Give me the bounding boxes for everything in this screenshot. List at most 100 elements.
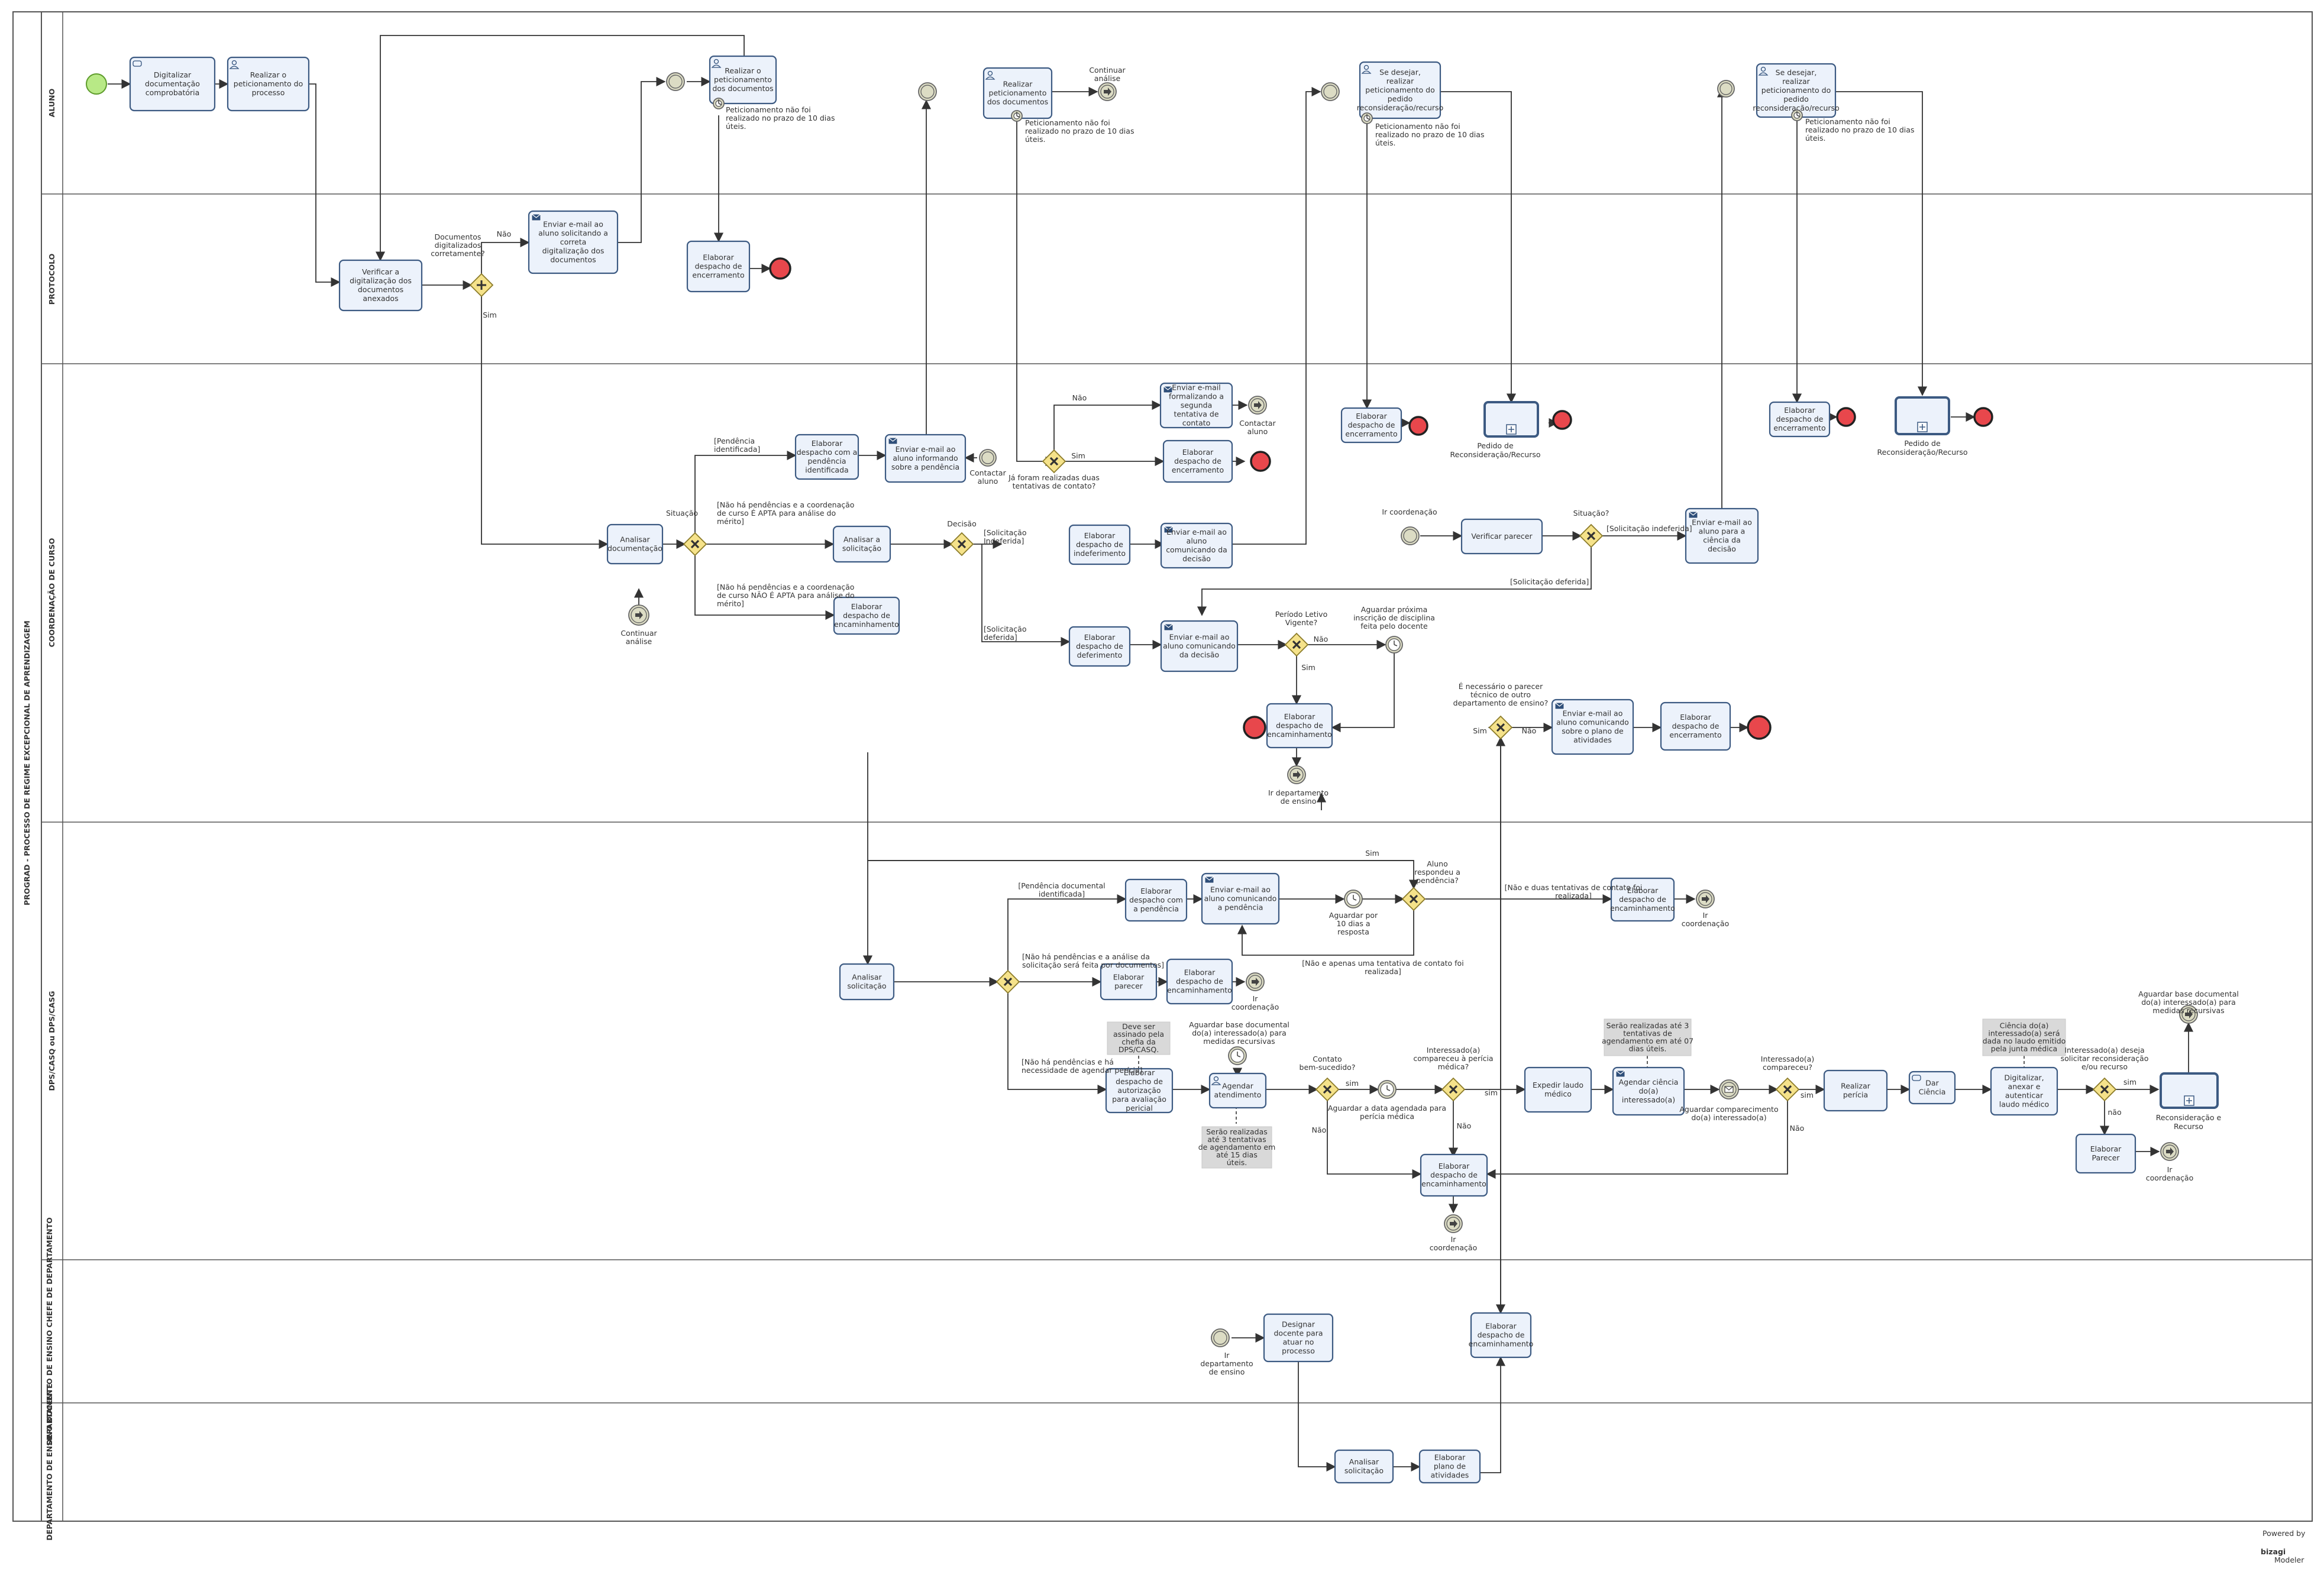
label-g5: Situação? — [1573, 509, 1609, 518]
lane-dividers — [41, 193, 2312, 1403]
envelope-icon — [1163, 386, 1173, 393]
gateway-g11 — [1775, 1077, 1800, 1102]
label-g2: Situação — [666, 509, 698, 518]
gateway-g5 — [1579, 523, 1604, 548]
lane-label-dps: DPS/CASQ ou DPS/CASG — [47, 991, 56, 1091]
end-event — [769, 257, 791, 280]
link-event-ircoord — [1444, 1214, 1463, 1233]
lane-labels: ALUNO PROTOCOLO COORDENAÇÃO DE CURSO DPS… — [45, 89, 56, 1541]
boundary-timer-icon — [713, 98, 725, 109]
label-sim1: Sim — [483, 311, 497, 319]
message-event-comparecimento — [1719, 1079, 1739, 1099]
end-event — [1408, 416, 1428, 436]
task-t21[interactable]: Verificar parecer — [1460, 518, 1543, 555]
link-event-recurso2 — [2179, 1005, 2198, 1024]
hand-icon — [132, 60, 142, 67]
pool-title: PROGRAD - PROCESSO DE REGIME EXCEPCIONAL… — [22, 620, 31, 905]
gateway-g-dps — [995, 969, 1020, 994]
end-event — [1250, 451, 1271, 472]
gateway-g10 — [1441, 1077, 1466, 1102]
gateway-g3 — [949, 532, 974, 557]
bizagi-logo: Powered by bizagi Modeler — [2261, 1529, 2306, 1564]
label-uma: [Não e apenas uma tentativa de contato f… — [1302, 959, 1463, 976]
brand-name: bizagi — [2261, 1547, 2286, 1556]
